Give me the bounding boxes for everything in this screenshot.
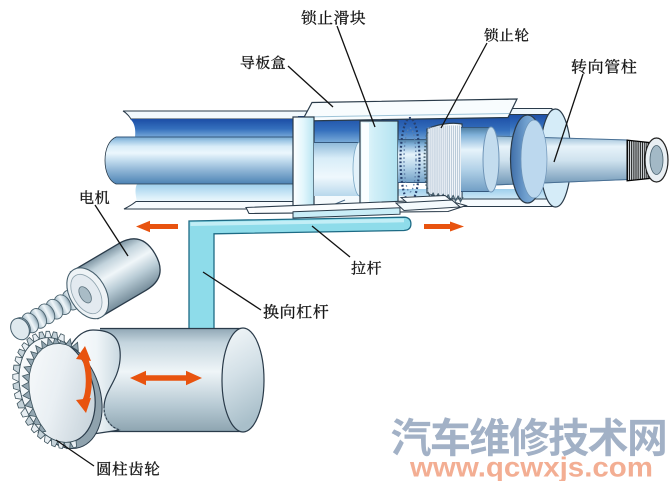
svg-text:www.qcwxjs.com: www.qcwxjs.com — [409, 452, 653, 482]
